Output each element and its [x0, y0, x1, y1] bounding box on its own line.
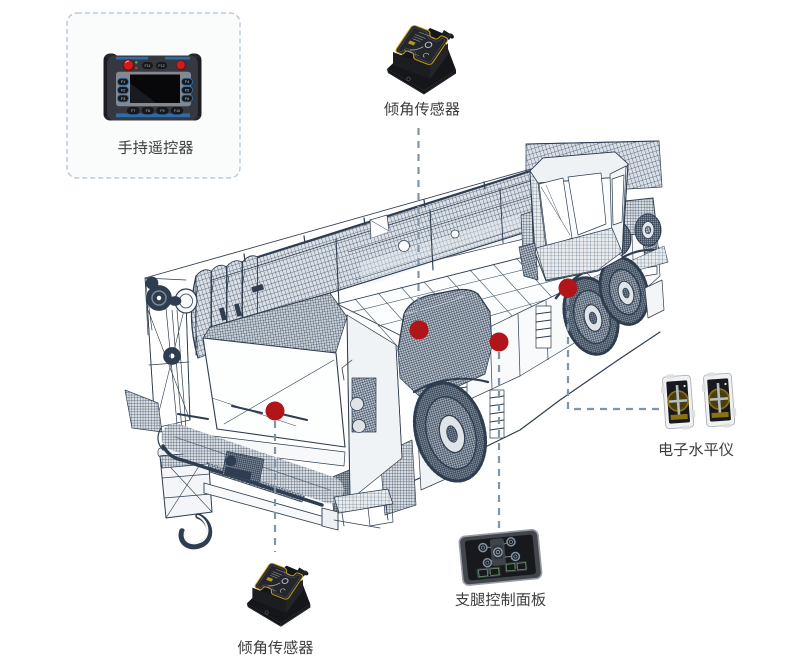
svg-text:F10: F10	[174, 109, 180, 113]
svg-text:F7: F7	[131, 109, 135, 113]
svg-text:F6: F6	[185, 96, 190, 101]
svg-text:F11: F11	[144, 64, 150, 68]
svg-text:F4: F4	[185, 79, 190, 84]
svg-text:F1: F1	[121, 79, 126, 84]
svg-text:F9: F9	[160, 109, 164, 113]
svg-text:F3: F3	[121, 96, 126, 101]
svg-text:F12: F12	[158, 64, 164, 68]
svg-text:F2: F2	[121, 88, 126, 93]
svg-text:F5: F5	[185, 88, 190, 93]
svg-text:F8: F8	[146, 109, 150, 113]
